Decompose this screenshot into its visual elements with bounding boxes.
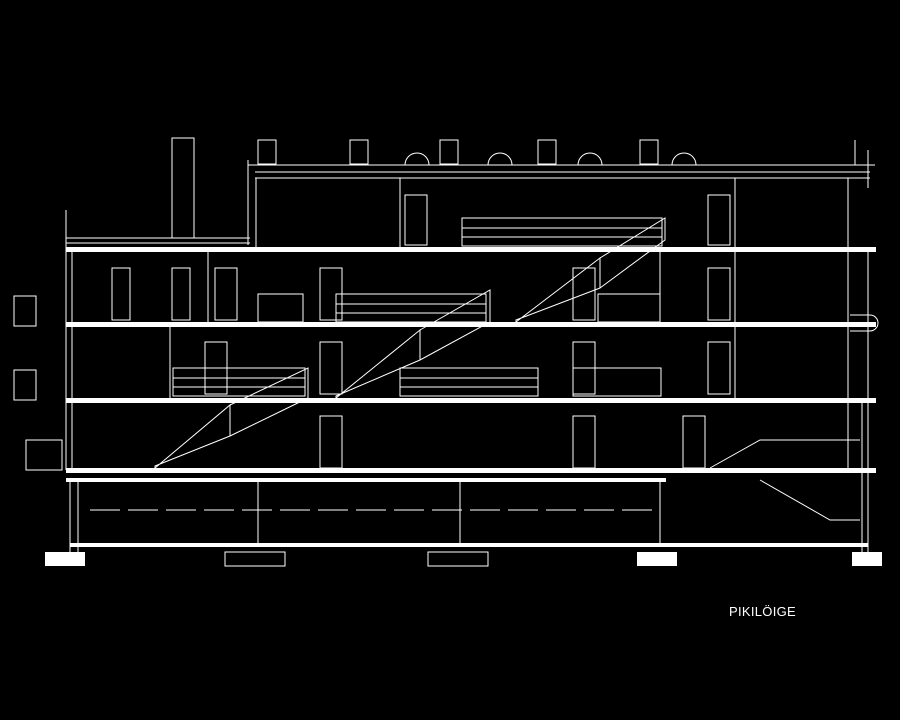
doors bbox=[111, 194, 731, 469]
stairs-railings bbox=[154, 217, 860, 521]
floor-slabs bbox=[45, 247, 882, 567]
balconies bbox=[13, 295, 879, 471]
walls bbox=[65, 178, 869, 552]
drawing-title: PIKILÖIGE bbox=[729, 604, 797, 619]
roof bbox=[66, 137, 875, 245]
